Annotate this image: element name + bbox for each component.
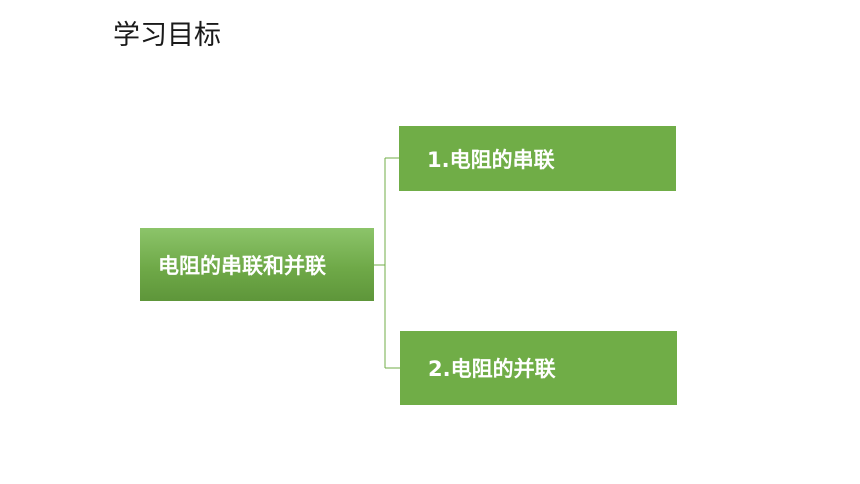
branch-node-parallel: 2.电阻的并联 <box>400 331 677 405</box>
branch-node-series: 1.电阻的串联 <box>399 126 676 191</box>
root-node-label: 电阻的串联和并联 <box>158 253 326 278</box>
branch-node-series-label: 1.电阻的串联 <box>427 147 555 172</box>
root-node: 电阻的串联和并联 <box>140 228 374 301</box>
slide-title: 学习目标 <box>113 20 221 51</box>
branch-node-parallel-label: 2.电阻的并联 <box>428 357 556 381</box>
